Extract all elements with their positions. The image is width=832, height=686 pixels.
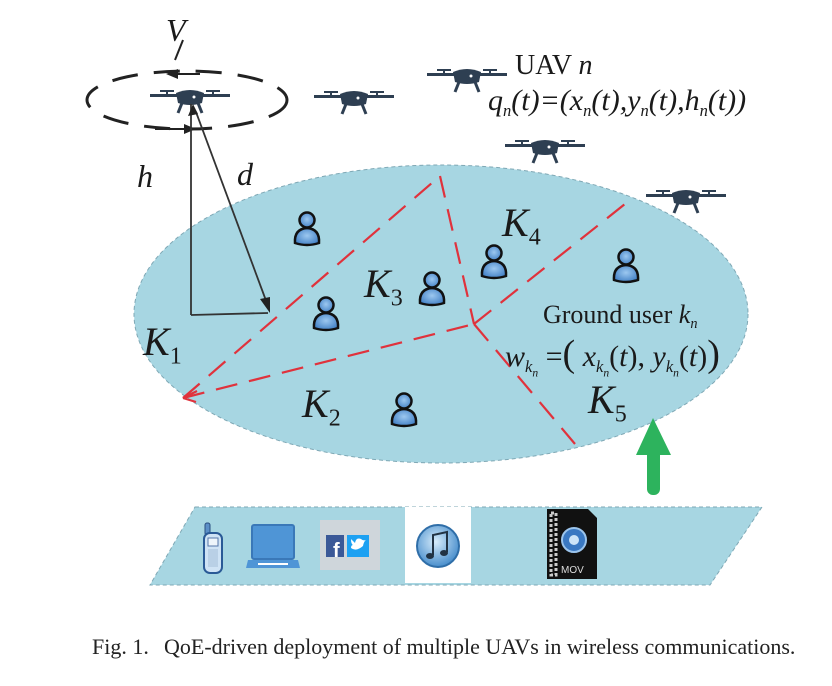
region-k4-label: K4 — [502, 200, 541, 251]
ground-user-formula: wkn =( xkn(t), ykn(t)) — [505, 333, 720, 380]
partition-line — [473, 323, 576, 445]
uav-label: UAV n — [515, 52, 593, 80]
partition-lines — [182, 175, 631, 445]
partition-line — [182, 322, 475, 400]
uav-drone-icon — [148, 88, 232, 115]
figure-caption: Fig. 1. QoE-driven deployment of multiple… — [92, 634, 795, 660]
region-k3-label: K3 — [364, 261, 403, 312]
mov-video-file-icon: MOV — [547, 509, 597, 579]
velocity-pointer — [174, 39, 184, 61]
geometry-triangle — [190, 104, 269, 316]
uav-drone-icon — [312, 89, 396, 116]
svg-text:f: f — [333, 540, 340, 562]
uav-drone-icon — [503, 138, 587, 165]
uav-label-prefix: UAV — [515, 50, 572, 81]
region-k1-label: K1 — [143, 319, 182, 370]
caption-text: QoE-driven deployment of multiple UAVs i… — [164, 634, 796, 659]
caption-number: Fig. 1. — [92, 634, 149, 659]
region-k5-label: K5 — [588, 377, 627, 428]
velocity-label: V — [166, 12, 186, 48]
uav-label-var: n — [578, 50, 593, 81]
mov-label: MOV — [561, 565, 584, 576]
orbit-arrow-top — [166, 69, 200, 79]
orbit-arrow-bottom — [155, 124, 196, 134]
height-label: h — [137, 158, 153, 194]
partition-line — [182, 175, 441, 399]
coverage-area — [133, 164, 749, 464]
laptop-icon — [246, 524, 300, 568]
upload-arrow-icon — [636, 418, 671, 495]
partition-line — [438, 175, 476, 325]
uav-arrowhead — [188, 104, 198, 116]
uav-position-formula: qn(t)=(xn(t),yn(t),hn(t)) — [488, 84, 747, 120]
ground-user-label-prefix: Ground user — [543, 300, 673, 329]
mobile-phone-icon — [203, 522, 223, 574]
ground-user-label: Ground user kn — [543, 300, 698, 332]
facebook-twitter-icon: f — [320, 520, 380, 570]
arrowhead-k2 — [182, 390, 198, 404]
distance-arrowhead — [260, 297, 270, 313]
region-k2-label: K2 — [302, 381, 341, 432]
music-icon — [405, 507, 471, 583]
distance-label: d — [237, 156, 253, 192]
